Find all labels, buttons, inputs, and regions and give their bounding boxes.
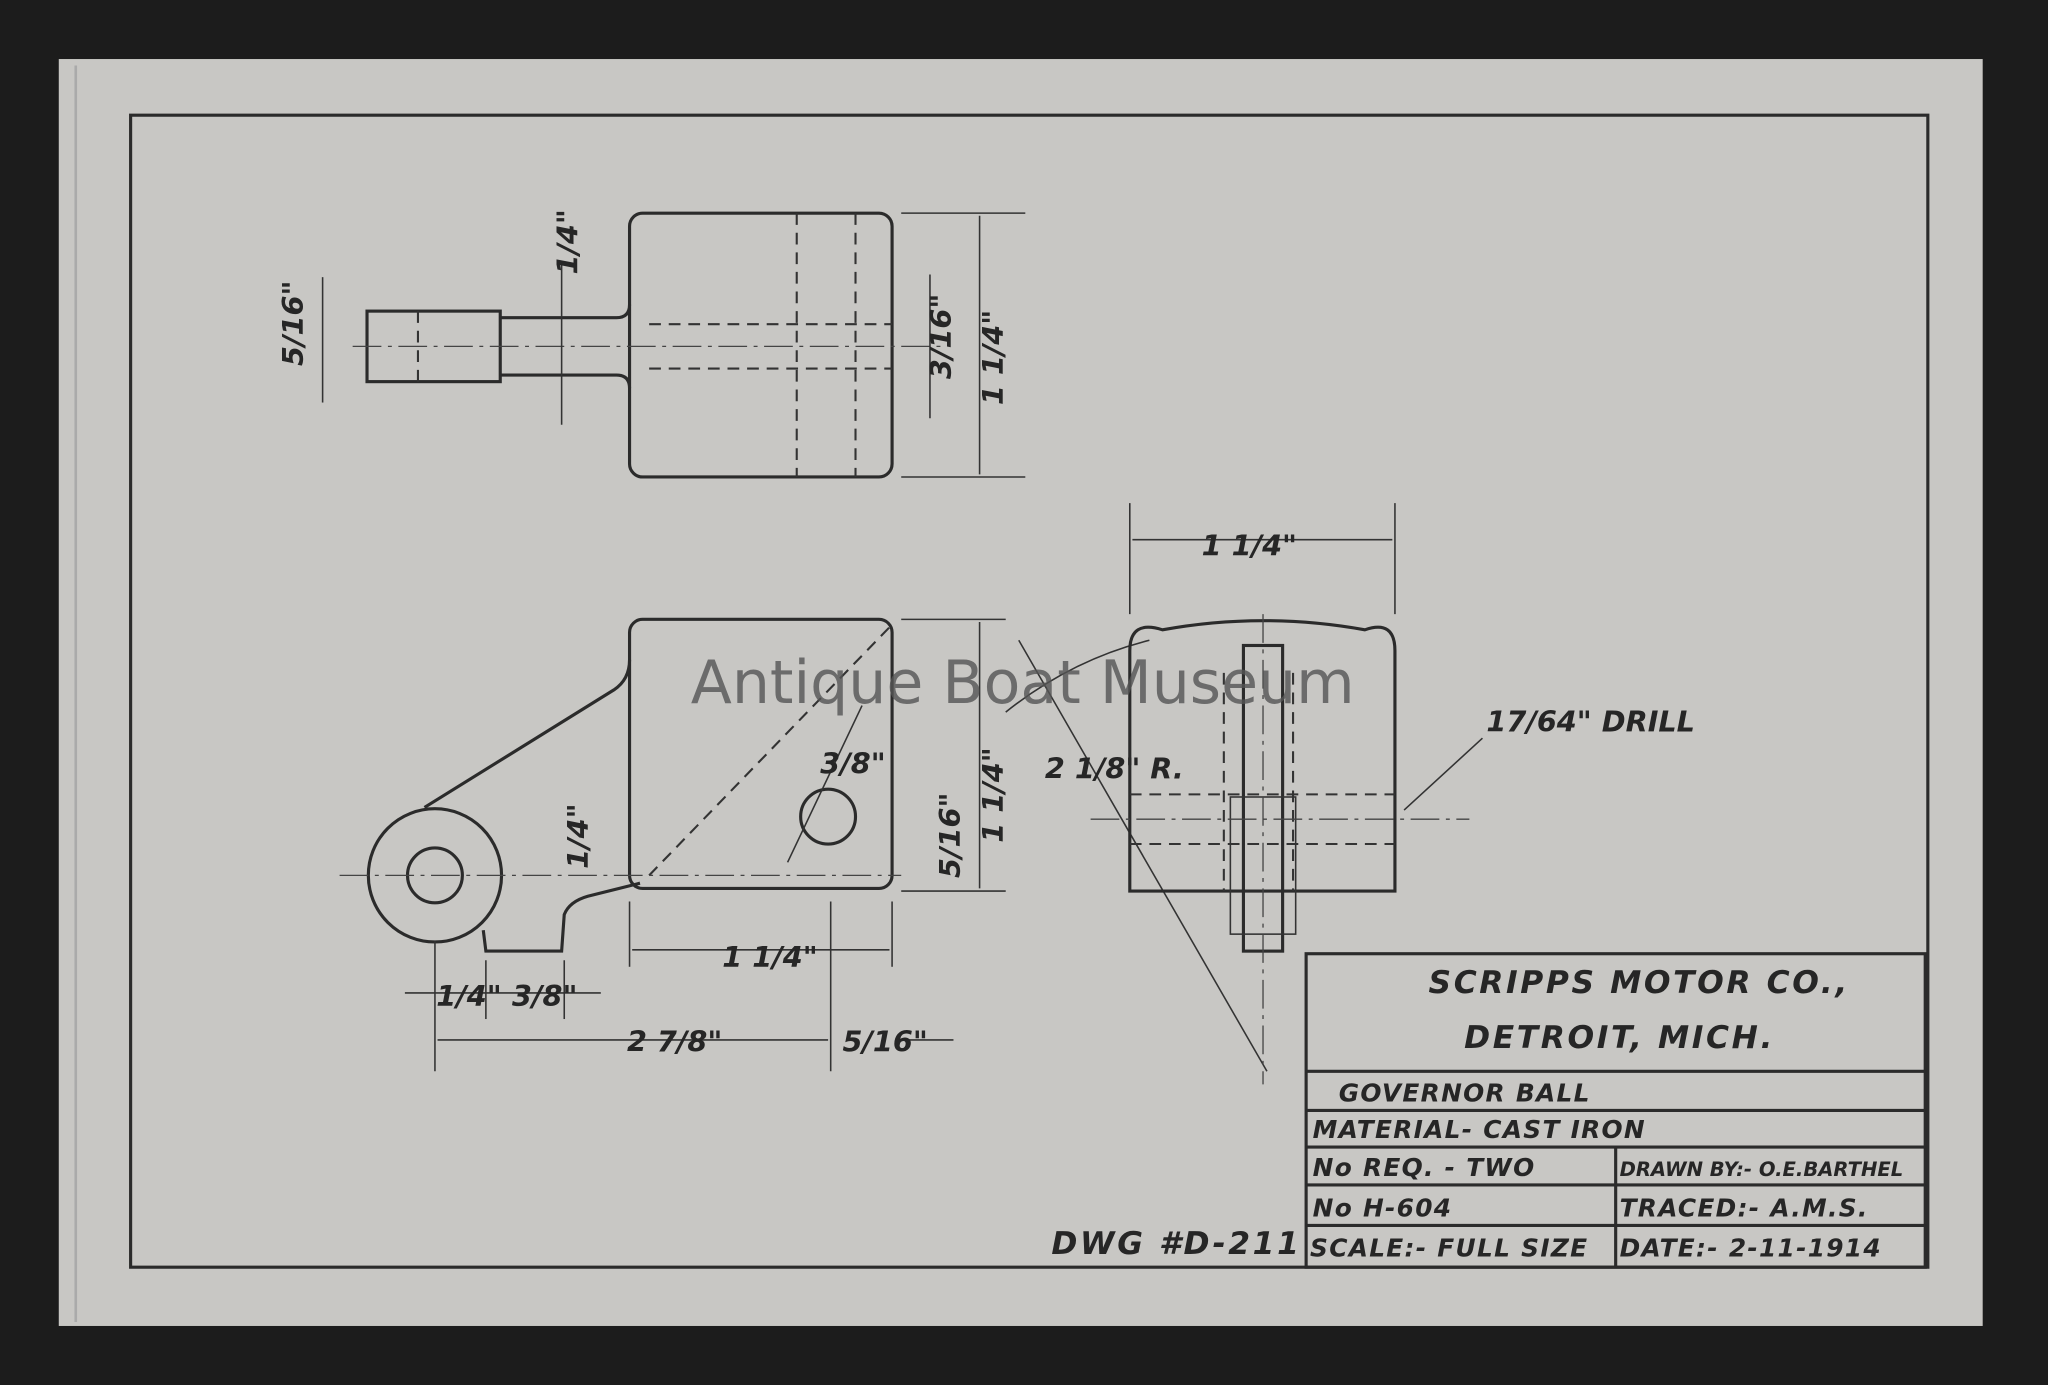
scale: SCALE:- FULL SIZE (1310, 1234, 1588, 1263)
dim-top-boss: 5/16" (276, 281, 310, 366)
quantity: No REQ. - TWO (1313, 1153, 1536, 1182)
dim-top-height: 1 1/4" (976, 310, 1010, 405)
dim-top-hole: 3/16" (924, 294, 958, 379)
dim-overall: 2 7/8" (627, 1025, 722, 1059)
company-location: DETROIT, MICH. (1464, 1020, 1775, 1056)
dim-side-width: 1 1/4" (1202, 528, 1297, 562)
dim-front-arm: 1/4" (561, 803, 595, 868)
dim-front-hole: 3/8" (820, 746, 885, 780)
company-name: SCRIPPS MOTOR CO., (1429, 965, 1850, 1001)
front-view: 1 1/4" 3/8" 2 1/8" R. 1/4" 5/16" 1 1/4" … (339, 617, 1268, 1072)
dim-bottom-a: 1/4" (436, 979, 501, 1013)
dim-front-height: 1 1/4" (976, 747, 1010, 842)
part-name: GOVERNOR BALL (1339, 1078, 1591, 1107)
date: DATE:- 2-11-1914 (1620, 1234, 1882, 1263)
material: MATERIAL- CAST IRON (1313, 1115, 1646, 1144)
drawn-by: DRAWN BY:- O.E.BARTHEL (1620, 1158, 1904, 1181)
dim-front-width: 1 1/4" (722, 940, 817, 974)
title-block: SCRIPPS MOTOR CO., DETROIT, MICH. GOVERN… (1304, 952, 1927, 1269)
part-number: No H-604 (1313, 1193, 1453, 1222)
traced-by: TRACED:- A.M.S. (1620, 1193, 1869, 1222)
dim-bottom-b: 3/8" (512, 979, 577, 1013)
drawing-number: DWG #D-211 (1051, 1226, 1301, 1262)
watermark: Antique Boat Museum (691, 648, 1355, 718)
side-view: 1 1/4" 17/64" DRILL (1090, 503, 1695, 1085)
dim-drill: 17/64" DRILL (1486, 705, 1695, 739)
border (129, 113, 1930, 1269)
paper (58, 59, 1983, 1326)
top-view: 5/16" 1/4" 3/16" 1 1/4" (276, 209, 1026, 479)
dim-top-shaft: 1/4" (550, 209, 584, 274)
dim-front-radius: 2 1/8" R. (1045, 752, 1184, 786)
dim-front-offset: 5/16" (933, 793, 967, 878)
dim-bottom-c: 5/16" (842, 1025, 927, 1059)
